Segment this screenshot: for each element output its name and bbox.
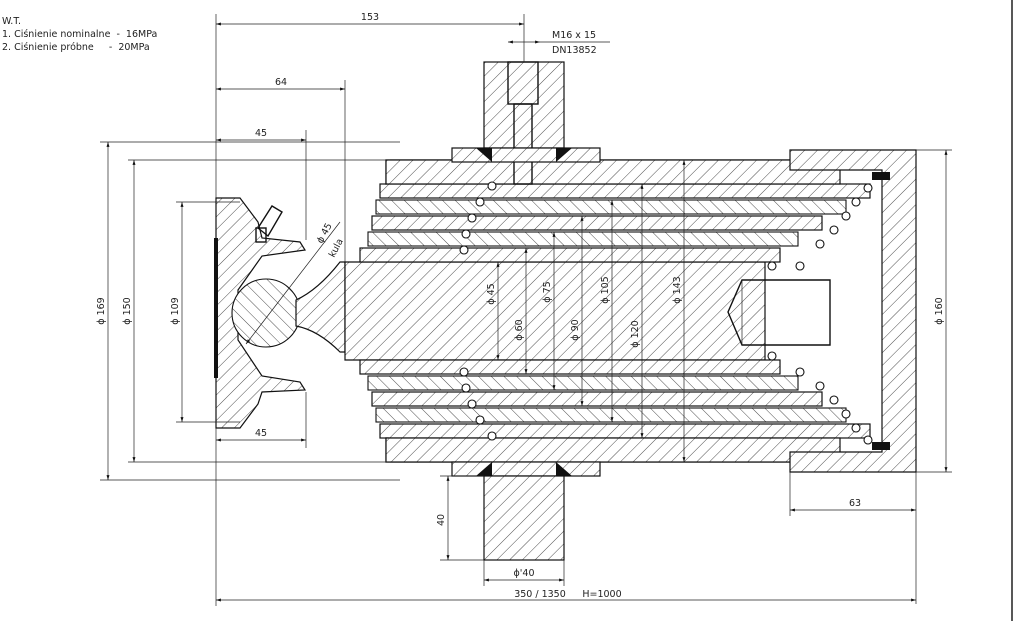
- dim-64: 64: [275, 77, 287, 88]
- dim-phi-120: ϕ 120: [630, 320, 641, 347]
- piston-rod: [344, 261, 831, 361]
- note-nominal-pressure: 1. Ciśnienie nominalne - 16MPa: [2, 29, 158, 40]
- dim-40: 40: [436, 514, 447, 526]
- dim-phi-75: ϕ 75: [542, 281, 553, 302]
- dimension-lines: [100, 14, 952, 606]
- dim-phi-45-ball: ϕ 45: [315, 221, 335, 245]
- trunnion: [451, 61, 601, 561]
- dim-153: 153: [361, 12, 379, 23]
- note-test-pressure: 2. Ciśnienie próbne - 20MPa: [2, 42, 150, 53]
- technical-notes: W.T. 1. Ciśnienie nominalne - 16MPa 2. C…: [2, 15, 157, 54]
- dim-63: 63: [849, 498, 861, 509]
- dim-45-top: 45: [255, 128, 267, 139]
- dim-thread: M16 x 15: [552, 30, 596, 41]
- dim-phi-150: ϕ 150: [122, 297, 133, 324]
- base-mount: [214, 197, 346, 429]
- dim-phi-143: ϕ 143: [672, 276, 683, 303]
- dim-45-bottom: 45: [255, 428, 267, 439]
- dim-phi-40: ϕ'40: [514, 568, 535, 579]
- dim-stroke: 350 / 1350: [514, 589, 566, 600]
- dim-phi-160: ϕ 160: [934, 297, 945, 324]
- dim-phi-45: ϕ 45: [486, 283, 497, 304]
- seal-balls: [459, 181, 873, 445]
- end-cap: [789, 149, 917, 473]
- dim-phi-60: ϕ 60: [514, 319, 525, 340]
- dim-phi-109: ϕ 109: [170, 297, 181, 324]
- dim-thread-standard: DN13852: [552, 45, 597, 56]
- dim-phi-90: ϕ 90: [570, 319, 581, 340]
- dim-phi-105: ϕ 105: [600, 276, 611, 303]
- dim-height: H=1000: [582, 589, 621, 600]
- dimension-labels: 153 64 45 45 M16 x 15 DN13852 ϕ 169 ϕ 15…: [96, 12, 945, 600]
- dim-phi-169: ϕ 169: [96, 297, 107, 324]
- dim-ball-label: kula: [327, 237, 346, 260]
- notes-heading: W.T.: [2, 16, 22, 27]
